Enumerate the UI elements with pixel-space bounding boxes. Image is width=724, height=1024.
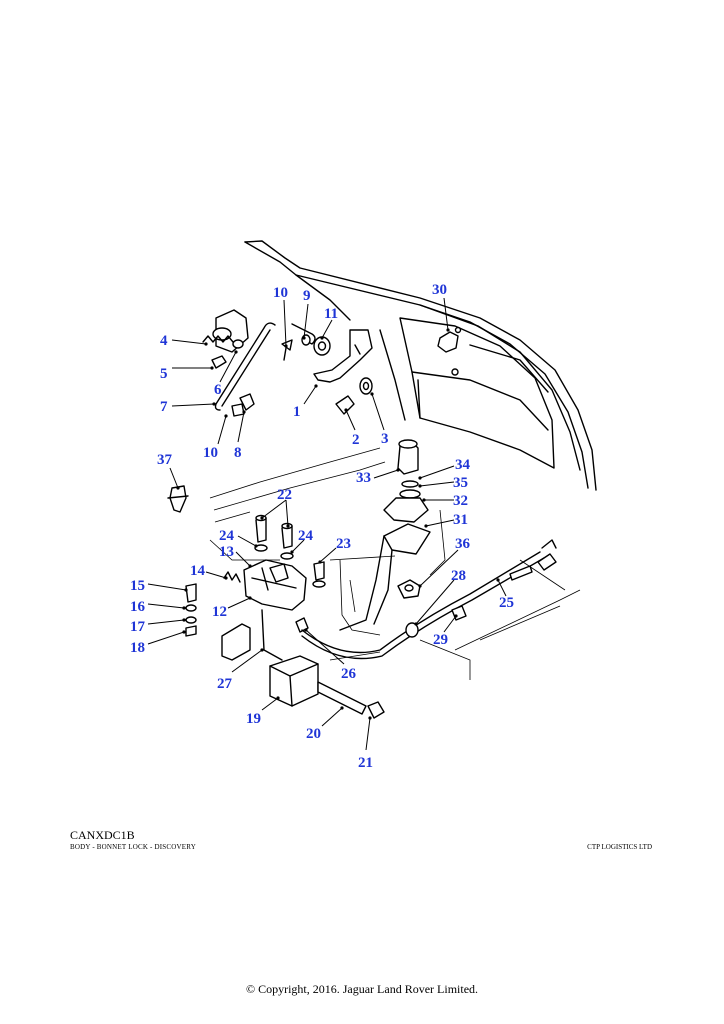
callout-34: 34 (455, 457, 471, 473)
copyright-notice: © Copyright, 2016. Jaguar Land Rover Lim… (245, 982, 479, 996)
callout-10-upper: 10 (273, 285, 288, 301)
callout-35: 35 (453, 475, 468, 491)
callout-32: 32 (453, 493, 468, 509)
callout-12: 12 (212, 604, 227, 620)
callout-16: 16 (130, 599, 146, 615)
company-name: CTP LOGISTICS LTD (587, 843, 652, 851)
callout-2: 2 (352, 432, 360, 448)
callout-11: 11 (324, 306, 338, 322)
callout-23: 23 (336, 536, 351, 552)
callout-13: 13 (219, 544, 234, 560)
callout-8: 8 (234, 445, 242, 461)
callout-19: 19 (246, 711, 261, 727)
callout-28: 28 (451, 568, 466, 584)
callout-7: 7 (160, 399, 168, 415)
callout-27: 27 (217, 676, 233, 692)
callout-36: 36 (455, 536, 471, 552)
callout-5: 5 (160, 366, 168, 382)
release-cable (301, 539, 557, 660)
callout-17: 17 (130, 619, 146, 635)
callout-29: 29 (433, 632, 448, 648)
callout-30: 30 (432, 282, 447, 298)
callout-1: 1 (293, 404, 301, 420)
callout-25: 25 (499, 595, 514, 611)
engine-bay-outline (209, 447, 581, 680)
callout-24-left: 24 (219, 528, 235, 544)
callout-3: 3 (381, 431, 389, 447)
callout-14: 14 (190, 563, 206, 579)
release-lever-assembly (202, 309, 459, 417)
callout-37: 37 (157, 452, 173, 468)
callout-4: 4 (160, 333, 168, 349)
callout-26: 26 (341, 666, 357, 682)
callout-21: 21 (358, 755, 373, 771)
leader-lines (147, 297, 507, 751)
callout-10-lower: 10 (203, 445, 218, 461)
callout-24-right: 24 (298, 528, 314, 544)
callout-9: 9 (303, 288, 311, 304)
striker-assembly (339, 439, 431, 631)
callout-31: 31 (453, 512, 468, 528)
bonnet-lock-assembly (167, 485, 385, 719)
callout-33: 33 (356, 470, 371, 486)
bonnet-panel (244, 240, 597, 491)
diagram-code: CANXDC1B (70, 828, 135, 842)
callout-6: 6 (214, 382, 222, 398)
callout-22: 22 (277, 487, 292, 503)
callout-18: 18 (130, 640, 145, 656)
diagram-title: BODY - BONNET LOCK - DISCOVERY (70, 843, 196, 851)
callout-15: 15 (130, 578, 145, 594)
callout-20: 20 (306, 726, 321, 742)
callout-labels: 1 2 3 4 5 6 7 8 9 10 10 11 12 13 14 15 1… (130, 282, 514, 771)
